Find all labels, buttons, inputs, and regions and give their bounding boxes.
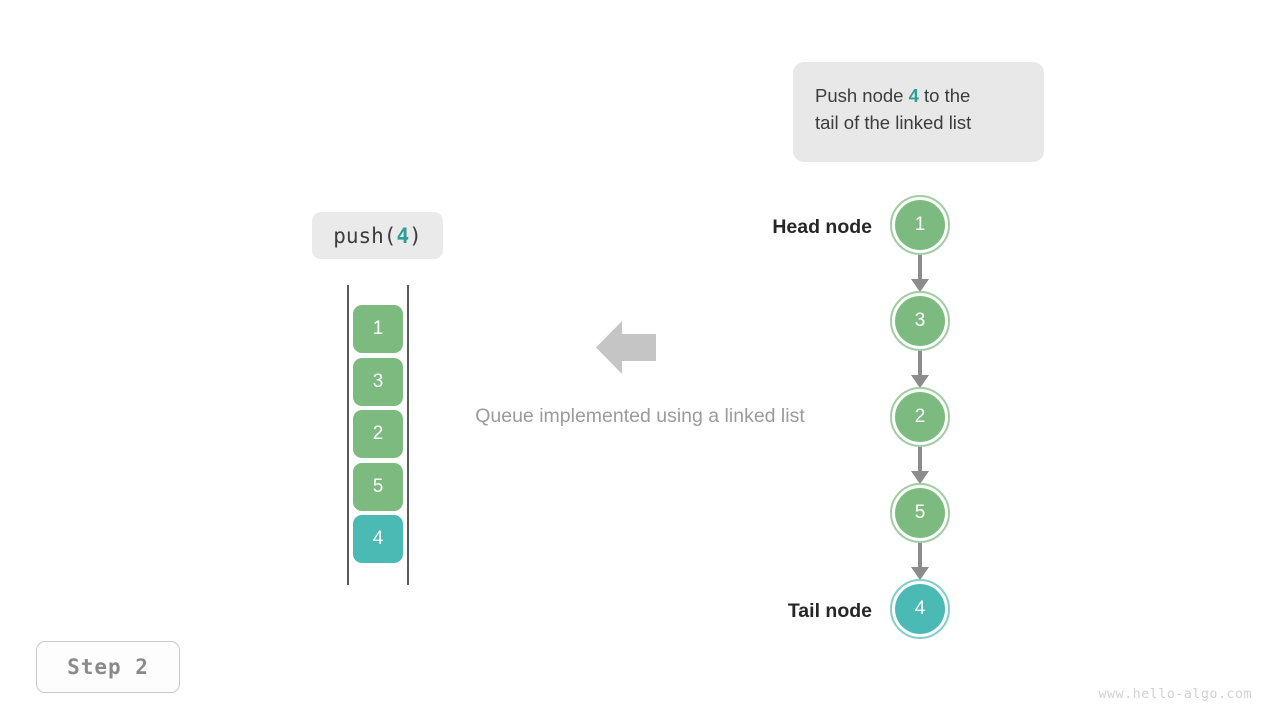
linked-list-edge-arrowhead [911, 567, 929, 580]
step-badge-label: Step 2 [67, 655, 149, 679]
queue-rail-left [347, 285, 349, 585]
queue-cell: 1 [353, 305, 403, 353]
step-badge: Step 2 [36, 641, 180, 693]
callout-text: Push node 4 to the tail of the linked li… [815, 82, 1022, 136]
queue-cell-value: 1 [372, 318, 384, 339]
linked-list-node: 5 [890, 483, 950, 543]
queue-cell: 2 [353, 410, 403, 458]
operation-argument: 4 [396, 223, 410, 248]
linked-list-node-value: 5 [895, 488, 945, 538]
operation-prefix: push( [333, 223, 397, 248]
linked-list-node: 1 [890, 195, 950, 255]
callout-highlight-value: 4 [908, 85, 919, 106]
linked-list-node-value: 3 [895, 296, 945, 346]
callout-box: Push node 4 to the tail of the linked li… [793, 62, 1044, 162]
queue-cell-value: 2 [372, 423, 384, 444]
watermark: www.hello-algo.com [1098, 686, 1252, 702]
diagram-caption: Queue implemented using a linked list [475, 405, 805, 427]
queue-column: 1 3 2 5 4 [345, 285, 411, 585]
linked-list-edge [918, 543, 922, 568]
tail-node-label: Tail node [787, 600, 872, 622]
linked-list-node: 3 [890, 291, 950, 351]
linked-list: 1 3 2 5 4 Head node Tail node [700, 180, 1000, 650]
head-node-label: Head node [772, 216, 872, 238]
queue-cell: 5 [353, 462, 403, 511]
queue-cell: 4 [353, 515, 403, 563]
linked-list-edge-arrowhead [911, 375, 929, 388]
queue-rail-right [407, 285, 409, 585]
linked-list-node-value: 2 [895, 392, 945, 442]
linked-list-node: 2 [890, 387, 950, 447]
linked-list-edge-arrowhead [911, 279, 929, 292]
linked-list-edge [918, 447, 922, 472]
linked-list-edge [918, 255, 922, 280]
operation-suffix: ) [409, 223, 422, 248]
callout-text-suffix: to the tail of the linked list [815, 85, 972, 133]
queue-cell-value: 4 [372, 528, 384, 549]
queue-cell: 3 [353, 357, 403, 406]
queue-cell-value: 3 [372, 370, 384, 392]
operation-label: push(4) [312, 212, 443, 259]
linked-list-edge [918, 351, 922, 376]
linked-list-node: 4 [890, 579, 950, 639]
linked-list-edge-arrowhead [911, 471, 929, 484]
arrow-left-icon [596, 321, 656, 374]
linked-list-node-value: 1 [895, 200, 945, 250]
callout-text-prefix: Push node [815, 85, 909, 106]
linked-list-node-value: 4 [895, 584, 945, 634]
queue-cell-value: 5 [372, 475, 384, 497]
operation-label-text: push(4) [333, 224, 422, 248]
